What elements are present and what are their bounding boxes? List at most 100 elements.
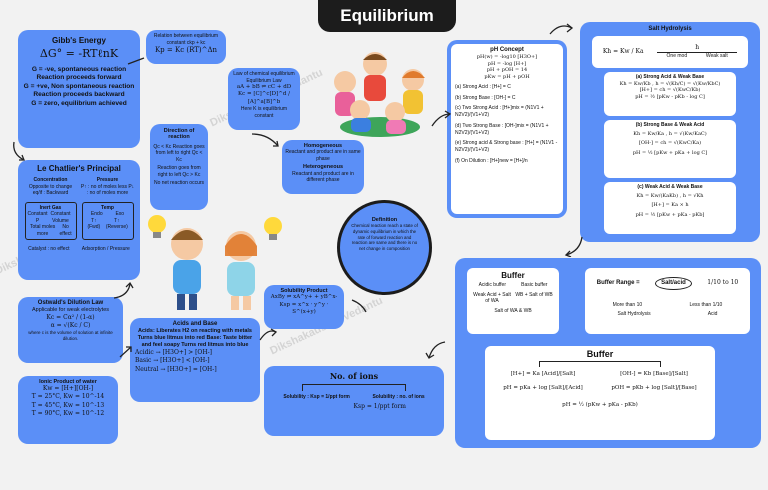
pressure-label: Pressure xyxy=(96,177,119,184)
definition-title: Definition xyxy=(371,217,398,223)
ions-formula: Ksp = 1/ppt form xyxy=(353,403,406,411)
ph-line: (d) Two Strong Base : [OH-]mix = (N1V1 +… xyxy=(455,122,549,136)
pressure-note: P↑ : no of moles less P↓ : no of moles m… xyxy=(80,183,135,197)
sa-wb-formula: Kh = Kw/Kb , h = √(Kh/C) = √(Kw/KbC) xyxy=(619,80,721,87)
ph-line: (b) Strong Base : [OH-] = C xyxy=(455,94,516,101)
ph-line: (e) Strong acid & Strong base : [H+] = (… xyxy=(455,140,558,154)
salt-wa-wb-label: Salt of WA & WB xyxy=(494,307,532,314)
solubility-formula: Ksp = x^x · y^y · S^(x+y) xyxy=(279,301,329,316)
temp-exo: Exo xyxy=(115,211,125,218)
page-title: Equilibrium xyxy=(318,0,456,32)
no-of-ions-box: No. of ions Solubility : Ksp = 1/ppt for… xyxy=(264,366,444,436)
buffer-bottom-box: Buffer [H+] = Ka [Acid]/[Salt] pH = pKa … xyxy=(485,346,715,440)
buffer-container: Buffer Acidic buffer Basic buffer Weak A… xyxy=(455,258,761,448)
buffer-range-label: Buffer Range = xyxy=(596,280,640,286)
buffer-top-box: Buffer Acidic buffer Basic buffer Weak A… xyxy=(467,268,559,334)
buffer-range-box: Buffer Range = Salt/acid 1/10 to 10 More… xyxy=(585,268,750,334)
weak-acid-label: Weak Acid + Salt of WA xyxy=(473,291,511,305)
catalyst-note: Catalyst : no effect xyxy=(28,246,70,253)
buffer-range-value: Salt/acid xyxy=(655,277,692,290)
arrow-icon xyxy=(431,110,452,127)
h-label: h xyxy=(695,44,700,52)
buffer-formula: pH = pKa + log [Salt]/[Acid] xyxy=(503,384,583,391)
arrow-icon xyxy=(113,281,134,299)
sb-wa-title: (b) Strong Base & Weak Acid xyxy=(635,121,705,128)
arrow-icon xyxy=(549,23,574,35)
le-chatelier-title: Le Chatlier's Principal xyxy=(37,164,121,173)
acids-text: Acids: Liberates H2 on reacting with met… xyxy=(137,327,253,349)
one-mod-label: One mod xyxy=(666,53,688,60)
salt-hydrolysis-label: Salt Hydrolysis xyxy=(617,311,651,318)
ostwald-sub: Applicable for weak electrolytes xyxy=(31,306,110,313)
inert-gas-label: Inert Gas xyxy=(39,204,62,211)
arrow-icon xyxy=(13,141,25,161)
direction-line: No net reaction occurs xyxy=(153,180,205,187)
ions-left: Solubility : Ksp = 1/ppt form xyxy=(283,393,350,400)
gibbs-formula: ΔG° = -RTℓnK xyxy=(39,47,119,61)
direction-title: Direction of reaction xyxy=(163,128,195,141)
buffer-formula: [OH-] = Kb [Base]/[Salt] xyxy=(620,371,688,378)
weak-salt-label: Weak salt xyxy=(705,53,728,60)
homogeneous-box: Homogeneous Reactant and product are in … xyxy=(282,140,364,194)
ionic-formula: Kw = [H+][OH-] xyxy=(42,385,94,393)
arrow-icon xyxy=(119,346,132,358)
relation-title: Relation between equilibrium constant ck… xyxy=(153,33,219,46)
buffer-top-title: Buffer xyxy=(501,271,525,280)
gibbs-line: G = -ve, spontaneous reaction Reaction p… xyxy=(31,66,127,81)
less-than-label: Less than 1/10 xyxy=(689,301,723,308)
arrow-icon xyxy=(564,236,583,257)
salt-title: Salt Hydrolysis xyxy=(648,26,692,32)
acids-title: Acids and Base xyxy=(172,321,218,327)
temp-reverse: T↑ (Reverse) xyxy=(105,217,128,231)
ionic-product-box: Ionic Product of water Kw = [H+][OH-] T … xyxy=(18,376,118,444)
kids-circle-illustration xyxy=(334,52,425,137)
concentration-label: Concentration xyxy=(33,177,68,184)
law-formula: Kc = [C]^c[D]^d / [A]^a[B]^b xyxy=(238,91,290,105)
buffer-formula: pOH = pKb + log [Salt]/[Base] xyxy=(611,384,697,391)
ph-line: pH(w) = -log10 [H3O+] xyxy=(476,53,538,60)
arrow-icon xyxy=(425,341,446,359)
inert-const-p: Constant P xyxy=(27,211,48,224)
sb-wa-formula: pH = ½ [pKw + pKa + log C] xyxy=(632,150,708,157)
ph-line: (a) Strong Acid : [H+] = C xyxy=(455,83,511,90)
ph-title: pH Concept xyxy=(490,47,524,53)
sb-wa-formula: [OH-] = ch = √(KwC/Ka) xyxy=(638,140,702,147)
sa-wb-formula: [H+] = ch = √(KwC/Kb) xyxy=(639,87,701,94)
wa-wb-formula: pH = ½ [pKw + pKa - pKb] xyxy=(635,212,705,219)
law-box: Law of chemical equilibrium Equilibrium … xyxy=(228,68,300,130)
buffer-formula: pH = ½ (pKw + pKa - pKb) xyxy=(562,402,638,409)
definition-text: Chemical reaction reach a state of dynam… xyxy=(351,223,418,252)
ostwald-title: Ostwald's Dilution Law xyxy=(37,300,104,306)
gibbs-title: Gibb's Energy xyxy=(52,36,106,45)
ph-line: (c) Two Strong Acid : [H+]mix = (N1V1 + … xyxy=(455,105,544,119)
arrow-icon xyxy=(351,299,367,313)
ph-line: (f) On Dilution : [H+]new = [H+]/n xyxy=(455,157,528,164)
salt-hydrolysis-box: Salt Hydrolysis Kh = Kw / Ka h One mod W… xyxy=(580,22,760,242)
law-title: Law of chemical equilibrium Equilibrium … xyxy=(233,71,295,84)
ostwald-formula: α = √(Kc / C) xyxy=(50,322,91,330)
homogeneous-title: Homogeneous xyxy=(303,143,343,149)
inert-total-moles: Total moles more xyxy=(29,224,56,237)
ph-concept-box: pH Concept pH(w) = -log10 [H3O+] pH = -l… xyxy=(447,40,567,218)
wa-wb-formula: Kh = Kw/(KaKb) , h = √Kh xyxy=(636,192,704,199)
arrow-icon xyxy=(127,57,145,65)
temp-label: Temp xyxy=(101,204,114,211)
solubility-product-box: Solubility Product AxBy ⇌ xA^y+ + yB^x- … xyxy=(264,285,344,329)
temp-endo: Endo xyxy=(90,211,103,218)
inert-no-effect: No effect xyxy=(59,224,72,237)
more-than-label: More than 10 xyxy=(612,301,643,308)
buffer-formula: [H+] = Ka [Acid]/[Salt] xyxy=(510,371,576,378)
ionic-formula: T = 25°C, Kw = 10^-14 xyxy=(31,393,105,401)
definition-circle: Definition Chemical reaction reach a sta… xyxy=(337,200,432,295)
ions-title: No. of ions xyxy=(329,371,379,381)
wa-wb-formula: [H+] = Ka × h xyxy=(651,202,689,209)
gibbs-line: G = +ve, Non spontaneous reaction Reacti… xyxy=(23,83,135,98)
law-note: Here K is equilibrium constant xyxy=(240,106,288,119)
ostwald-box: Ostwald's Dilution Law Applicable for we… xyxy=(18,297,123,363)
ph-line: pH + pOH = 14 xyxy=(486,67,528,74)
le-chatelier-box: Le Chatlier's Principal Concentration Op… xyxy=(18,160,140,280)
basic-buffer-label: Basic buffer xyxy=(521,282,548,289)
kids-lightbulb-illustration xyxy=(148,215,282,310)
ph-line: pH = -log [H+] xyxy=(487,60,527,67)
sa-wb-title: (a) Strong Acid & Weak Base xyxy=(635,73,705,80)
